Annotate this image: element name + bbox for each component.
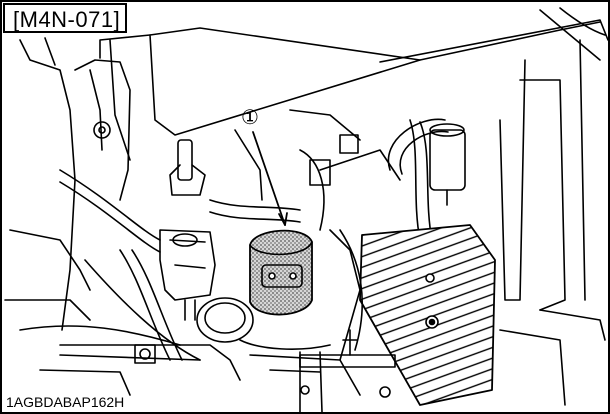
reference-tag: [M4N-071] [13,7,121,32]
radiator-grille [359,224,496,406]
drawing-linework [4,7,609,413]
callout-1-label: ① [241,107,259,129]
callout-leader-line [252,131,286,226]
reference-tag-box: [M4N-071] [3,3,127,33]
hood-panel [149,27,421,136]
image-code: 1AGBDABAP162H [4,394,127,410]
